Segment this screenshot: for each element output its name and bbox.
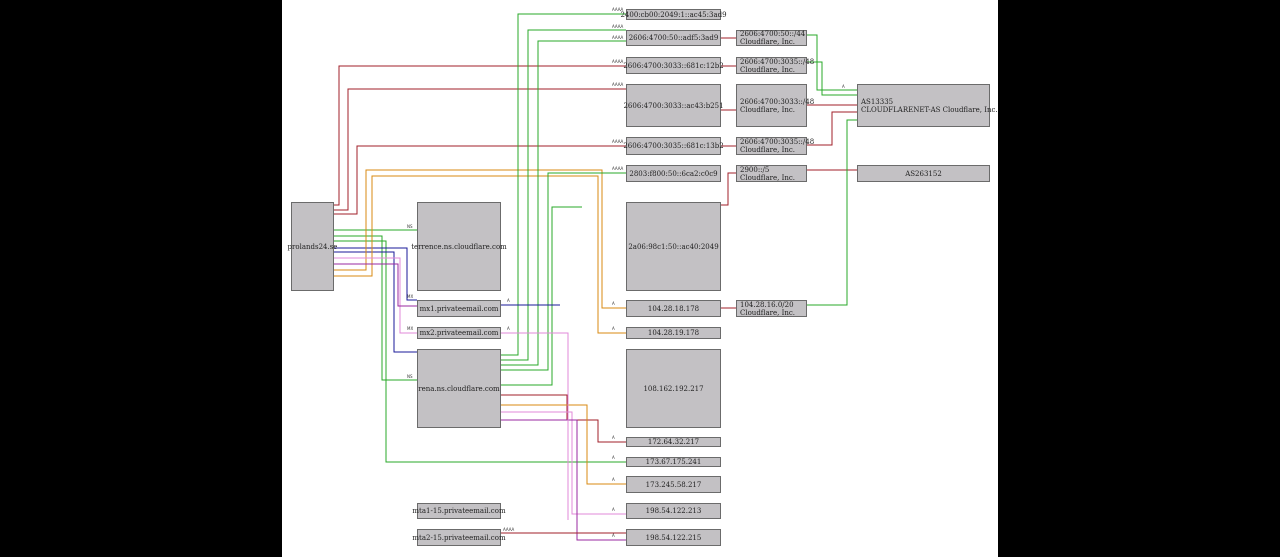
edge-root-mx1 [334,247,417,301]
edge-root-ipv6-5 [334,145,626,215]
edge-label: A [612,301,615,306]
edge-label: AAAA [612,24,624,29]
node-prefix-5[interactable]: 2900::/5 Cloudflare, Inc. [736,165,807,182]
node-ipv6-2[interactable]: 2606:4700:50::adf5:3ad9 [626,30,721,46]
edge-label: AAAA [503,527,515,532]
node-ipv4-6[interactable]: 173.245.58.217 [626,476,721,493]
node-prefix-6[interactable]: 104.28.16.0/20 Cloudflare, Inc. [736,300,807,317]
edge-prefix-6-as1 [807,119,857,306]
node-ipv6-7[interactable]: 2a06:98c1:50::ac40:2049 [626,202,721,291]
edge-rena-ipv6-2-b [501,40,626,366]
node-as-cloudflare[interactable]: AS13335 CLOUDFLARENET-AS Cloudflare, Inc… [857,84,998,127]
node-prefix-2[interactable]: 2606:4700:3035::/48 Cloudflare, Inc. [736,57,814,74]
prefix-org: Cloudflare, Inc. [740,173,795,182]
node-mail1[interactable]: mta1-15.privateemail.com [412,503,506,519]
edge-root-mx2-blue [334,251,417,353]
node-ipv4-1[interactable]: 104.28.18.178 [626,300,721,317]
edge-root-mail [334,263,417,307]
node-ipv6-3[interactable]: 2606:4700:3033::681c:12b2 [623,57,724,74]
edge-label: AAAA [612,7,624,12]
prefix-org: Cloudflare, Inc. [740,105,795,114]
node-ipv4-2[interactable]: 104.28.19.178 [626,327,721,339]
node-ipv4-5[interactable]: 173.67.175.241 [626,457,721,467]
as-name: CLOUDFLARENET-AS Cloudflare, Inc. [861,105,998,114]
edge-root-ipv6-3 [334,65,626,206]
node-ipv4-4[interactable]: 172.64.32.217 [626,437,721,447]
node-root-domain[interactable]: prolands24.se [288,202,337,291]
edge-mx2-out [501,332,569,520]
as-number: AS13335 [861,97,894,106]
edge-rena-ipv4-7 [501,411,626,515]
node-ipv6-6[interactable]: 2803:f800:50::6ca2:c0c9 [626,165,721,182]
edge-label: A [507,326,510,331]
edge-root-ipv4-5 [334,240,626,463]
edge-rena-ipv4-4 [501,394,626,443]
node-ipv6-1[interactable]: 2400:cb00:2049:1::ac45:3ad9 [620,9,727,20]
prefix-range: 2606:4700:50::/44 [740,30,806,38]
node-prefix-4[interactable]: 2606:4700:3035::/48 Cloudflare, Inc. [736,137,814,155]
prefix-range: 2900::/5 [740,165,770,174]
edge-ipv6-7-prefix-5 [721,172,736,206]
prefix-range: 2606:4700:3033::/48 [740,97,815,106]
node-ipv6-4[interactable]: 2606:4700:3033::ac43:b251 [623,84,724,127]
edge-prefix-4-as1 [807,111,857,146]
prefix-range: 2606:4700:3035::/48 [740,57,815,66]
node-ns-terrence[interactable]: terrence.ns.cloudflare.com [411,202,507,291]
node-prefix-3[interactable]: 2606:4700:3033::/48 Cloudflare, Inc. [736,84,814,127]
edge-label: A [507,298,510,303]
edge-layer: AAAAAAAAAAAANSNSAMXAAMXAAAAAAAAAAAAAAAAA… [334,7,857,541]
prefix-org: Cloudflare, Inc. [740,38,795,46]
edge-label: NS [407,224,413,229]
node-mail2[interactable]: mta2-15.privateemail.com [412,529,506,546]
node-mx1[interactable]: mx1.privateemail.com [417,300,501,317]
edge-root-mx2 [334,257,417,334]
edge-root-ipv4-2 [334,175,626,334]
edge-rena-ipv6-1 [501,13,626,356]
edge-label: AAAA [612,166,624,171]
node-ipv4-7[interactable]: 198.54.122.213 [626,503,721,519]
edge-label: A [612,507,615,512]
edge-rena-ipv4-8 [501,419,626,541]
edge-root-ns-rena [334,235,417,381]
edge-label: NS [407,374,413,379]
edge-rena-ipv6-6 [501,172,626,371]
node-prefix-1[interactable]: 2606:4700:50::/44 Cloudflare, Inc. [736,30,807,46]
prefix-range: 104.28.16.0/20 [740,300,794,309]
node-ipv4-3[interactable]: 108.162.192.217 [626,349,721,428]
node-ns-rena[interactable]: rena.ns.cloudflare.com [417,349,501,428]
node-as-263152[interactable]: AS263152 [857,165,990,182]
edge-root-ipv6-4 [334,88,626,211]
edge-label: AAAA [612,82,624,87]
edge-root-ipv4-1 [334,169,626,309]
edge-label: AAAA [612,35,624,40]
edge-label: AAAA [612,59,624,64]
prefix-org: Cloudflare, Inc. [740,146,795,154]
edge-label: A [842,84,845,89]
edge-rena-ipv6-2-a [501,29,626,361]
edge-label: A [612,326,615,331]
edge-label: A [612,533,615,538]
edge-rena-ipv6-7 [501,206,582,386]
prefix-org: Cloudflare, Inc. [740,308,795,317]
edge-label: A [612,455,615,460]
edge-label: A [612,435,615,440]
edge-rena-ipv4-6 [501,404,626,485]
edge-label: MX [407,294,413,299]
node-ipv4-8[interactable]: 198.54.122.215 [626,529,721,546]
edge-prefix-2-as1 [807,61,857,96]
prefix-range: 2606:4700:3035::/48 [740,138,815,146]
edge-label: MX [407,326,413,331]
node-mx2[interactable]: mx2.privateemail.com [417,327,501,339]
edge-label: AAAA [612,139,624,144]
edge-label: A [612,477,615,482]
node-ipv6-5[interactable]: 2606:4700:3035::681c:13b2 [623,137,724,155]
prefix-org: Cloudflare, Inc. [740,65,795,74]
